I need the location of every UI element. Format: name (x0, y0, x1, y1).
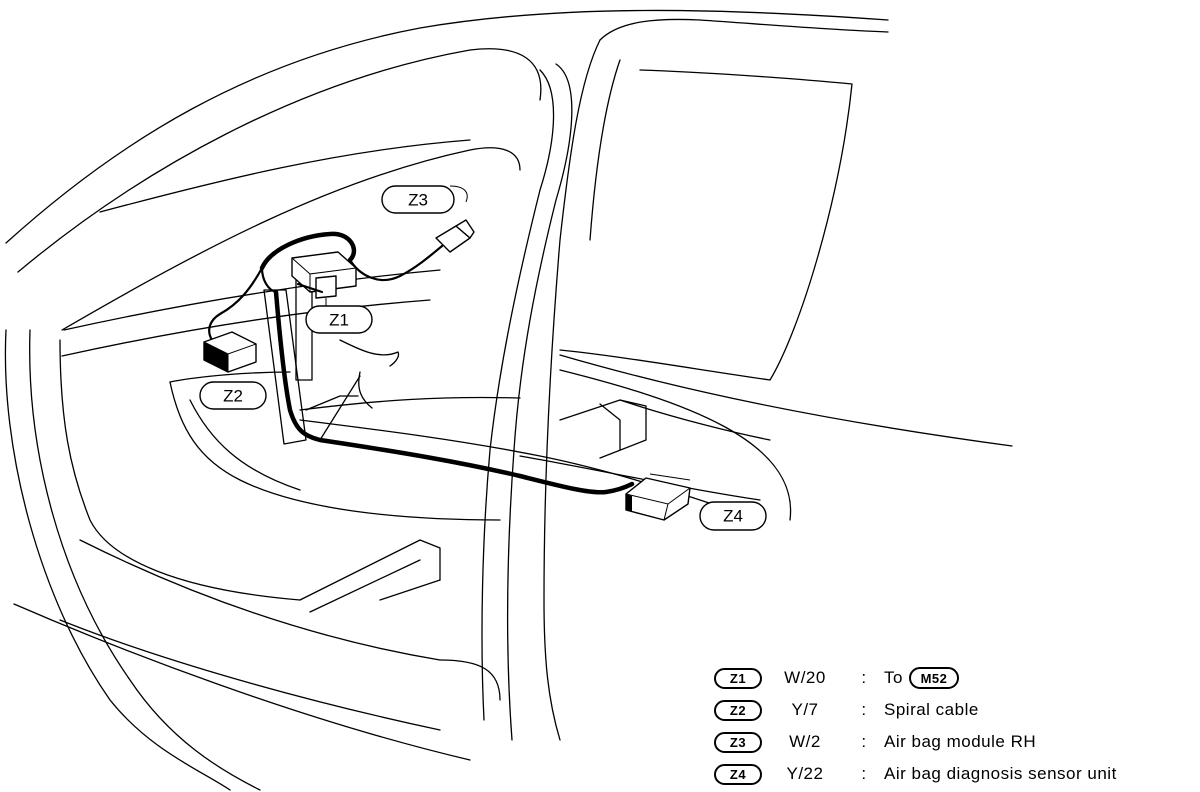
callout-z4-label: Z4 (723, 507, 743, 526)
legend-row-z1: Z1 W/20 : To M52 (712, 662, 1196, 694)
legend-separator: : (861, 732, 867, 751)
connector-z3 (348, 185, 475, 282)
vehicle-body-outline (4, 9, 1013, 791)
legend-connector-badge: Z2 (714, 699, 762, 721)
connector-z4 (625, 473, 691, 521)
legend-row-z4: Z4 Y/22 : Air bag diagnosis sensor unit (712, 758, 1196, 790)
legend-row-z2: Z2 Y/7 : Spiral cable (712, 694, 1196, 726)
legend-description: Air bag diagnosis sensor unit (884, 764, 1117, 783)
legend-separator: : (861, 700, 867, 719)
legend-description: Air bag module RH (884, 732, 1037, 751)
legend-reference-badge: M52 (908, 667, 959, 689)
legend-connector-badge: Z3 (714, 731, 762, 753)
legend-wire-code: W/2 (789, 732, 821, 751)
connector-legend: Z1 W/20 : To M52 Z2 Y/7 : Spiral cable Z… (712, 662, 1196, 790)
callout-z2-label: Z2 (223, 387, 243, 406)
main-harness (259, 231, 635, 495)
legend-separator: : (861, 764, 867, 783)
connector-z1 (291, 251, 357, 310)
callout-z2: Z2 (199, 381, 267, 410)
callout-z1-label: Z1 (329, 311, 349, 330)
legend-wire-code: Y/7 (791, 700, 819, 719)
legend-row-z3: Z3 W/2 : Air bag module RH (712, 726, 1196, 758)
legend-separator: : (861, 668, 867, 687)
legend-description: Spiral cable (884, 700, 979, 719)
legend-wire-code: Y/22 (786, 764, 824, 783)
legend-description: To M52 (884, 667, 959, 689)
legend-wire-code: W/20 (784, 668, 826, 687)
callout-z1: Z1 (305, 305, 373, 334)
connector-z2 (203, 266, 264, 373)
callout-z3: Z3 (381, 185, 455, 214)
legend-connector-badge: Z4 (714, 763, 762, 785)
callout-z3-label: Z3 (408, 191, 428, 210)
legend-description-text: To (884, 668, 903, 687)
callout-z4: Z4 (699, 501, 767, 531)
legend-connector-badge: Z1 (714, 667, 762, 689)
